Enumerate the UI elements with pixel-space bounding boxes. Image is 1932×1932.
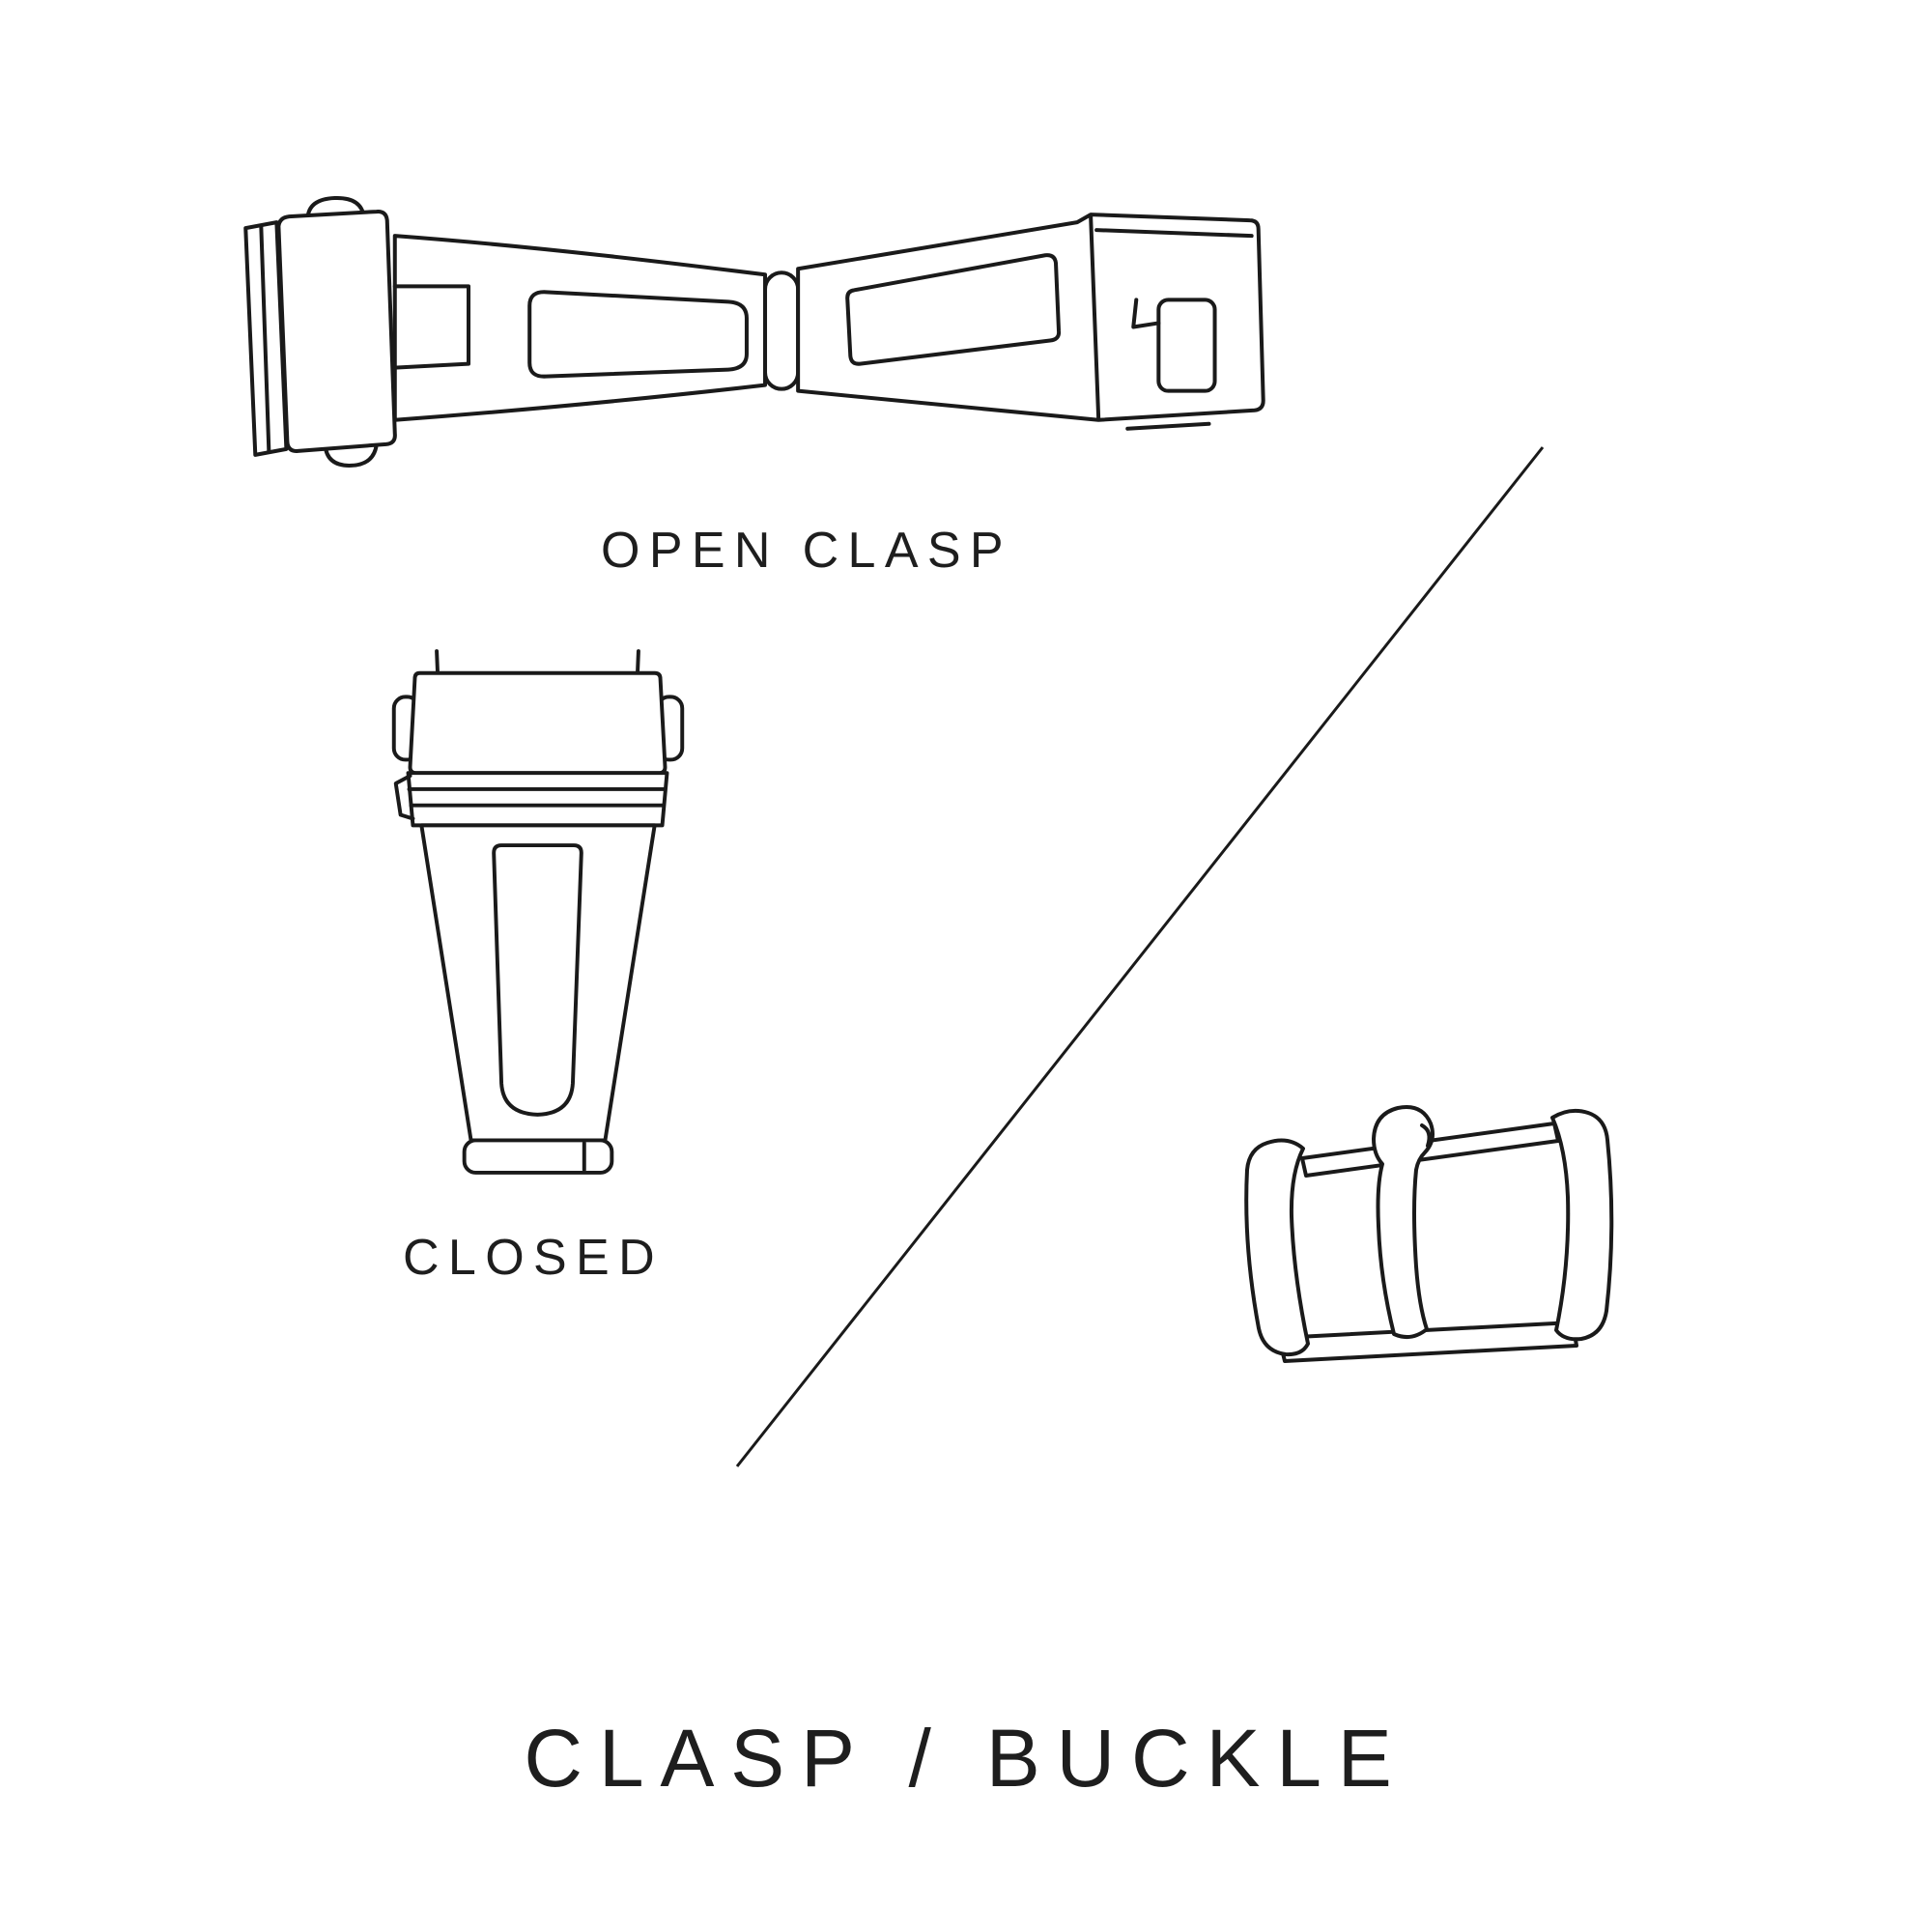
page-title: CLASP / BUCKLE bbox=[524, 1713, 1408, 1804]
open-clasp-label: OPEN CLASP bbox=[601, 523, 1012, 579]
closed-clasp-icon bbox=[391, 649, 685, 1175]
open-clasp-icon bbox=[243, 196, 1265, 468]
closed-clasp-label: CLOSED bbox=[403, 1230, 664, 1286]
buckle-icon bbox=[1244, 1105, 1614, 1363]
